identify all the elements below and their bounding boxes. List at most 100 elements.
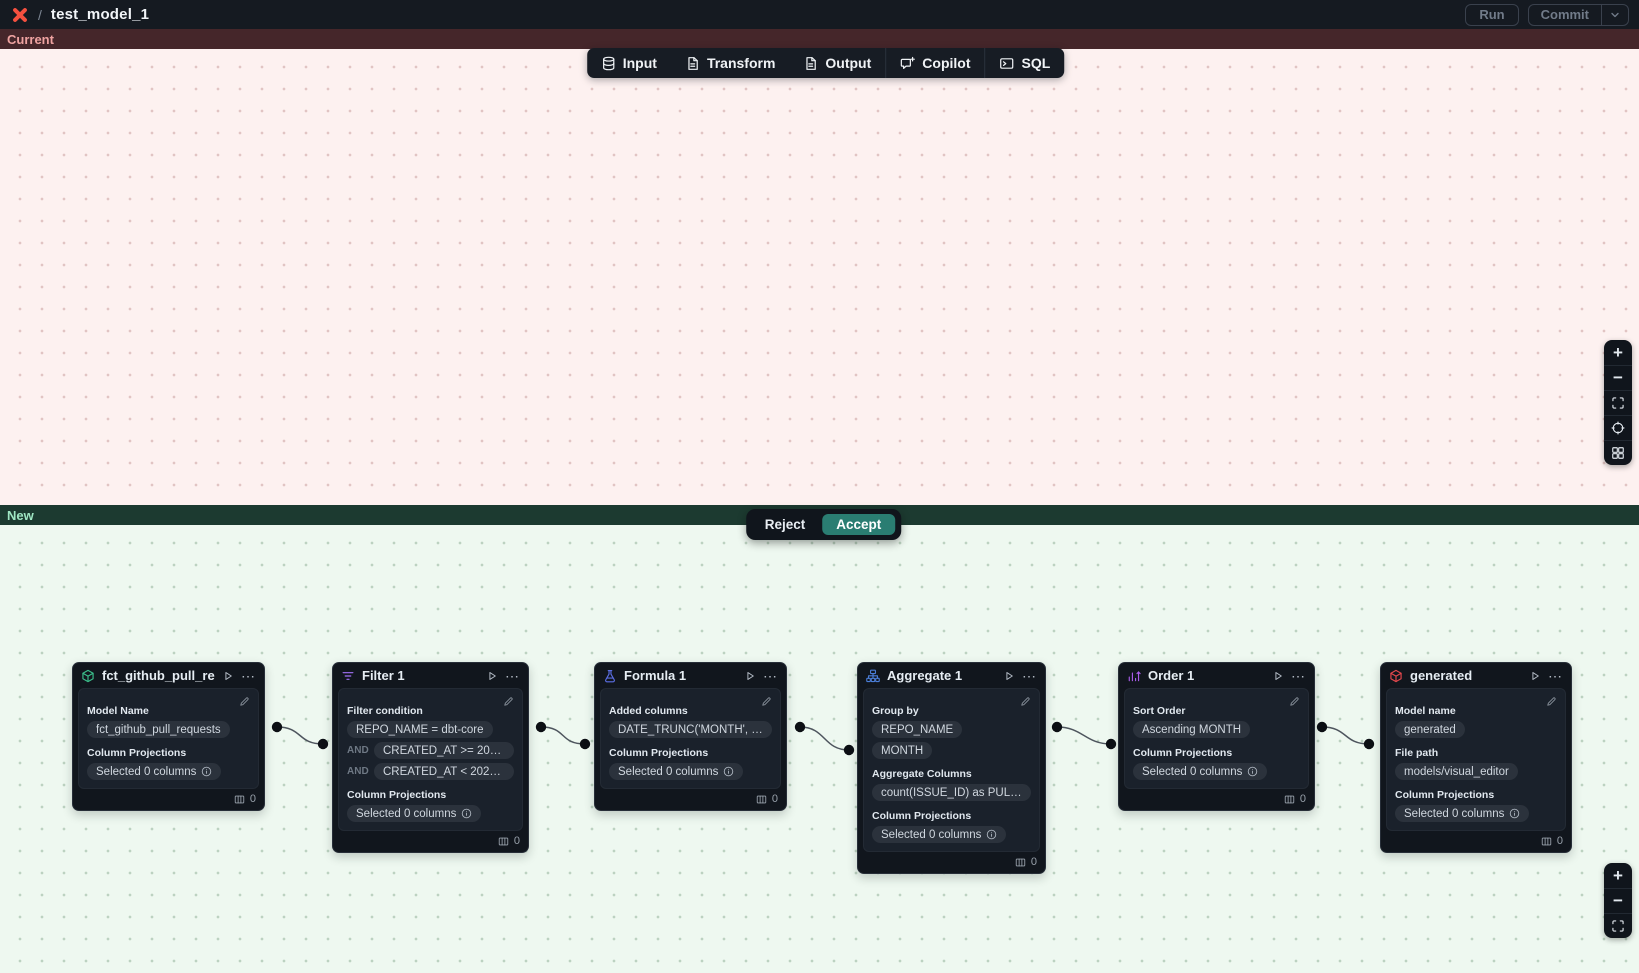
node-footer: 0: [1119, 789, 1314, 810]
node-menu-icon[interactable]: ⋯: [1548, 667, 1563, 684]
run-node-icon[interactable]: [744, 670, 756, 682]
node-header[interactable]: Formula 1⋯: [595, 663, 786, 688]
value-chip[interactable]: Selected 0 columns: [872, 826, 1007, 843]
edit-pencil-icon[interactable]: [503, 696, 514, 707]
edit-pencil-icon[interactable]: [761, 696, 772, 707]
app-logo-icon[interactable]: [10, 5, 29, 24]
edge-handle[interactable]: [1316, 721, 1328, 733]
node-header[interactable]: Filter 1 ⋯: [333, 663, 528, 688]
run-button[interactable]: Run: [1465, 3, 1519, 26]
node-menu-icon[interactable]: ⋯: [241, 667, 256, 684]
info-icon[interactable]: [201, 766, 212, 777]
node-title: Filter 1: [362, 668, 405, 683]
value-chip[interactable]: REPO_NAME = dbt-core: [347, 721, 493, 738]
sort-icon: [1127, 669, 1141, 683]
edit-pencil-icon[interactable]: [1289, 696, 1300, 707]
run-node-icon[interactable]: [486, 670, 498, 682]
columns-count: 0: [1556, 835, 1563, 847]
value-chip[interactable]: models/visual_editor: [1395, 763, 1518, 780]
run-node-icon[interactable]: [1272, 670, 1284, 682]
edit-pencil-icon[interactable]: [1020, 696, 1031, 707]
info-icon[interactable]: [461, 808, 472, 819]
tool-transform[interactable]: Transform: [671, 48, 789, 78]
value-chip[interactable]: Selected 0 columns: [347, 805, 482, 822]
info-icon[interactable]: [986, 829, 997, 840]
value-chip[interactable]: fct_github_pull_requests: [87, 721, 230, 738]
edge-handle[interactable]: [1363, 738, 1375, 750]
value-chip[interactable]: CREATED_AT < 2025-03-01: [374, 763, 514, 780]
run-node-icon[interactable]: [1003, 670, 1015, 682]
grid-button[interactable]: [1604, 440, 1632, 465]
edge-handle[interactable]: [271, 721, 283, 733]
edit-pencil-icon[interactable]: [1546, 696, 1557, 707]
value-chip[interactable]: MONTH: [872, 742, 933, 759]
section-row: count(ISSUE_ID) as PULL_REQUEST_…: [872, 784, 1031, 801]
new-canvas[interactable]: fct_github_pull_requests⋯Model Namefct_g…: [0, 525, 1639, 973]
section-row: Selected 0 columns: [1133, 763, 1300, 780]
edge-handle[interactable]: [1051, 721, 1063, 733]
commit-button[interactable]: Commit: [1540, 7, 1589, 22]
edge-handle[interactable]: [794, 721, 806, 733]
node-header[interactable]: fct_github_pull_requests⋯: [73, 663, 264, 688]
node-menu-icon[interactable]: ⋯: [1291, 667, 1306, 684]
run-node-icon[interactable]: [222, 670, 234, 682]
info-icon[interactable]: [723, 766, 734, 777]
value-chip[interactable]: CREATED_AT >= 2024-12-01: [374, 742, 514, 759]
value-chip[interactable]: DATE_TRUNC('MONTH', CREATED_AT…: [609, 721, 772, 738]
value-chip[interactable]: Selected 0 columns: [609, 763, 744, 780]
node-header[interactable]: generated⋯: [1381, 663, 1571, 688]
value-chip[interactable]: REPO_NAME: [872, 721, 963, 738]
tool-input[interactable]: Input: [587, 48, 671, 78]
node-menu-icon[interactable]: ⋯: [505, 667, 520, 684]
document-icon: [685, 56, 700, 71]
current-canvas[interactable]: [0, 49, 1639, 505]
fit-view-button[interactable]: [1604, 913, 1632, 938]
section-row: Selected 0 columns: [609, 763, 772, 780]
edge-handle[interactable]: [317, 738, 329, 750]
current-pane-label: Current: [0, 29, 1639, 49]
node-header[interactable]: Order 1⋯: [1119, 663, 1314, 688]
value-chip[interactable]: Selected 0 columns: [1133, 763, 1268, 780]
node-header[interactable]: Aggregate 1⋯: [858, 663, 1045, 688]
run-node-icon[interactable]: [1529, 670, 1541, 682]
section-row: fct_github_pull_requests: [87, 721, 250, 738]
node-menu-icon[interactable]: ⋯: [763, 667, 778, 684]
zoom-out-button[interactable]: −: [1604, 365, 1632, 390]
info-icon[interactable]: [1247, 766, 1258, 777]
section-row: models/visual_editor: [1395, 763, 1557, 780]
tool-output[interactable]: Output: [789, 48, 885, 78]
edge-handle[interactable]: [535, 721, 547, 733]
node-actions: ⋯: [1529, 667, 1563, 684]
value-chip[interactable]: count(ISSUE_ID) as PULL_REQUEST_…: [872, 784, 1031, 801]
value-chip[interactable]: Selected 0 columns: [87, 763, 222, 780]
tool-sql[interactable]: SQL: [986, 48, 1065, 78]
edge-handle[interactable]: [843, 744, 855, 756]
zoom-in-button[interactable]: +: [1613, 342, 1623, 362]
fit-view-button[interactable]: [1604, 390, 1632, 415]
chip-text: Selected 0 columns: [96, 765, 197, 778]
edit-pencil-icon[interactable]: [239, 696, 250, 707]
reject-button[interactable]: Reject: [752, 514, 819, 535]
edge-handle[interactable]: [1105, 738, 1117, 750]
zoom-out-button[interactable]: −: [1604, 888, 1632, 913]
edge-handle[interactable]: [579, 738, 591, 750]
focus-button[interactable]: [1604, 415, 1632, 440]
node-fct_github_pull_requests[interactable]: fct_github_pull_requests⋯Model Namefct_g…: [72, 662, 265, 811]
value-chip[interactable]: Ascending MONTH: [1133, 721, 1251, 738]
zoom-in-button[interactable]: +: [1613, 865, 1623, 885]
value-chip[interactable]: Selected 0 columns: [1395, 805, 1530, 822]
accept-button[interactable]: Accept: [822, 514, 896, 535]
tool-copilot[interactable]: Copilot: [886, 48, 984, 78]
commit-chevron-down-icon[interactable]: [1601, 4, 1628, 25]
value-chip[interactable]: generated: [1395, 721, 1465, 738]
chip-text: Selected 0 columns: [1142, 765, 1243, 778]
info-icon[interactable]: [1509, 808, 1520, 819]
toolbar-divider: [885, 48, 887, 78]
node-menu-icon[interactable]: ⋯: [1022, 667, 1037, 684]
